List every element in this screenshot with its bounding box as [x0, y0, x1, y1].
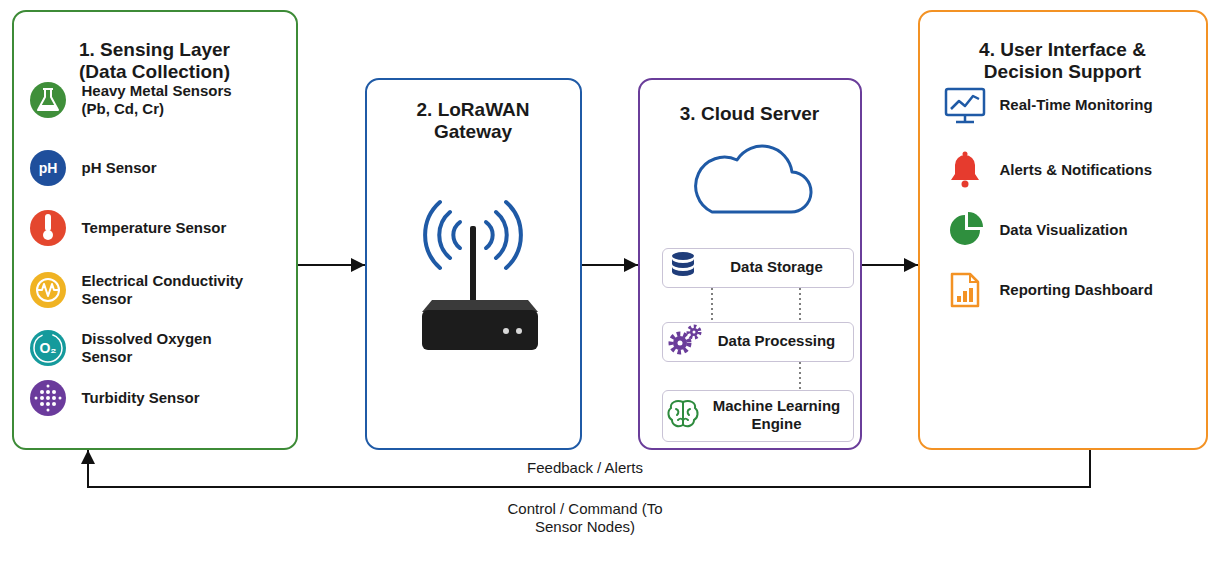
feature-label: Alerts & Notifications: [1000, 161, 1198, 179]
edge-label: Feedback / Alerts: [523, 459, 647, 477]
report-icon: [952, 274, 978, 306]
connector-arrow: [862, 264, 918, 266]
layer-title: 1. Sensing Layer (Data Collection): [55, 39, 255, 85]
monitor-icon: [946, 89, 984, 122]
brain-icon: [668, 401, 697, 426]
process-label: Data Storage: [709, 258, 845, 276]
sensor-label: pH Sensor: [82, 159, 282, 177]
ph-icon: [30, 150, 66, 186]
feature-label: Reporting Dashboard: [1000, 281, 1198, 299]
database-icon: [672, 252, 694, 276]
thermometer-icon: [30, 210, 66, 246]
edge-note: Control / Command (To Sensor Nodes): [500, 500, 670, 536]
connector-arrow: [582, 264, 638, 266]
bell-icon: [951, 152, 979, 188]
turbidity-icon: [30, 380, 66, 416]
process-box: Data Storage: [662, 248, 854, 288]
process-box: Data Processing: [662, 322, 854, 362]
connector-arrow: [799, 362, 801, 390]
gears-icon: [671, 327, 700, 353]
layer-title: 2. LoRaWAN Gateway: [398, 99, 549, 145]
router-icon: [422, 202, 538, 350]
layer-box: Data StorageData ProcessingMachine Learn…: [638, 78, 862, 450]
connector-arrow: [711, 288, 713, 322]
connector-arrow: [88, 450, 1090, 487]
icon-label: pH: [39, 160, 58, 177]
connector-arrow: [298, 264, 365, 266]
pie-icon: [950, 212, 983, 245]
flask-icon: [30, 82, 66, 118]
process-box: Machine Learning Engine: [662, 390, 854, 442]
layer-box: 4. User Interface & Decision SupportReal…: [918, 10, 1208, 450]
sensor-label: Electrical Conductivity Sensor: [82, 272, 282, 308]
layer-title: 4. User Interface & Decision Support: [938, 39, 1188, 85]
layer-box: 1. Sensing Layer (Data Collection)Heavy …: [12, 10, 298, 450]
connector-arrow: [799, 288, 801, 322]
sensor-label: Heavy Metal Sensors (Pb, Cd, Cr): [82, 82, 247, 118]
process-label: Machine Learning Engine: [709, 397, 845, 433]
feature-label: Data Visualization: [1000, 221, 1198, 239]
layer-box: 2. LoRaWAN Gateway: [365, 78, 582, 450]
sensor-label: Turbidity Sensor: [82, 389, 282, 407]
sensor-label: Dissolved Oxygen Sensor: [82, 330, 247, 366]
sensor-label: Temperature Sensor: [82, 219, 282, 237]
layer-title: 3. Cloud Server: [642, 102, 858, 125]
conductivity-icon: [30, 272, 66, 308]
feature-label: Real-Time Monitoring: [1000, 96, 1198, 114]
oxygen-icon: [30, 330, 66, 366]
cloud-icon: [696, 146, 811, 212]
icon-label: O₂: [39, 340, 56, 357]
process-label: Data Processing: [709, 332, 845, 350]
